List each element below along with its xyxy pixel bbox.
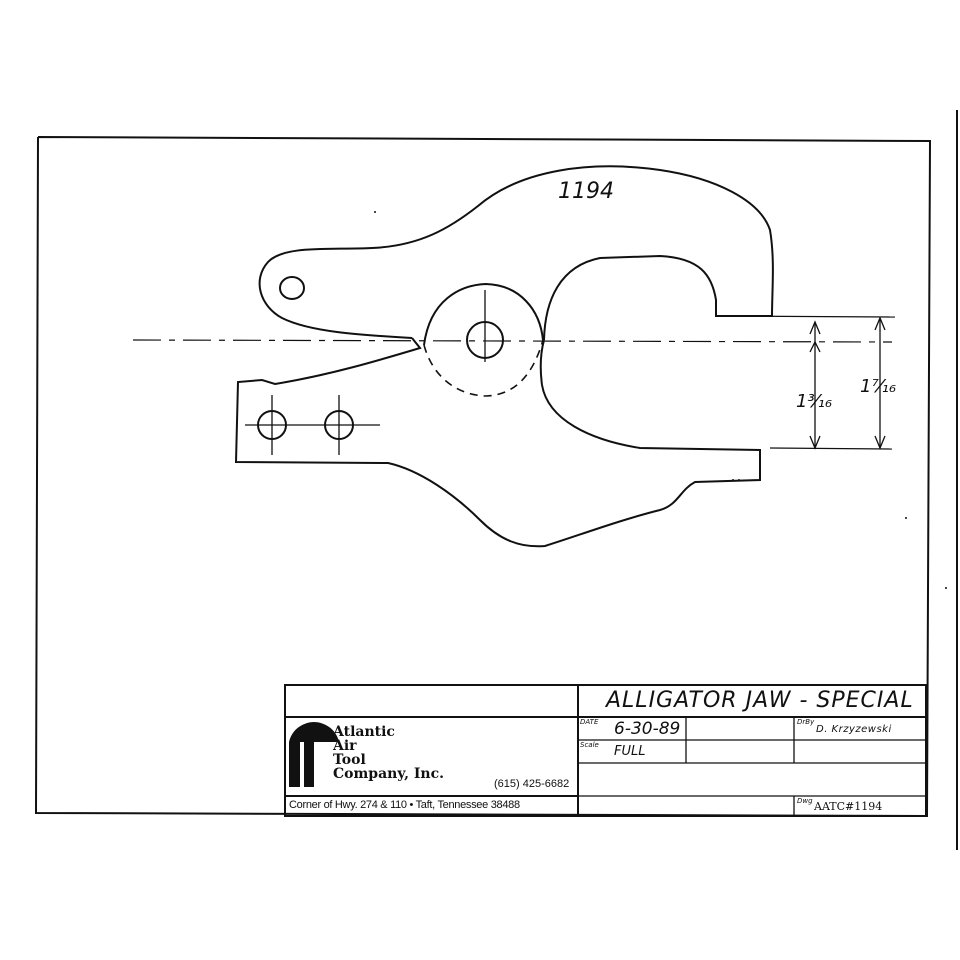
company-name-line-4: Company, Inc. [333, 766, 445, 782]
drawing-title: ALLIGATOR JAW - SPECIAL [606, 688, 914, 713]
scale-value: FULL [614, 744, 646, 759]
dim-inner-label: 1³⁄₁₆ [796, 391, 832, 412]
speck [738, 479, 740, 481]
date-label: DATE [580, 718, 599, 726]
scale-label: Scale [580, 741, 599, 749]
drawn-by-label: DrBy [797, 718, 815, 726]
dim-extension-bottom [769, 447, 893, 450]
upper-jaw-hole [279, 276, 305, 300]
pivot-boss-hidden-line [423, 339, 544, 397]
title-block-frame [284, 684, 927, 817]
speck [905, 517, 907, 519]
company-address: Corner of Hwy. 274 & 110 • Taft, Tenness… [289, 799, 520, 811]
part-number-note: 1194 [558, 179, 614, 204]
centerline [132, 339, 893, 343]
dim-inner-arrow-center [809, 340, 821, 353]
lower-jaw-outline [234, 337, 761, 548]
company-phone: (615) 425-6682 [494, 778, 570, 790]
dim-inner-arrow-top [809, 320, 821, 335]
drawing-number-value: AATC#1194 [814, 800, 883, 813]
drawing-number-label: Dwg [797, 797, 813, 805]
speck [945, 587, 947, 589]
dim-outer-arrow-bottom [874, 435, 886, 450]
company-name-line-2: Air [333, 738, 357, 754]
company-name-line-3: Tool [333, 752, 366, 768]
date-value: 6-30-89 [614, 719, 681, 739]
company-name-line-1: Atlantic [333, 724, 395, 740]
sheet-border [34, 136, 932, 818]
drawn-by-value: D. Krzyzewski [816, 724, 892, 735]
upper-jaw-outline [258, 165, 774, 341]
pivot-boss-outline [423, 282, 544, 346]
speck [374, 211, 376, 213]
company-name: Atlantic Air Tool Company, Inc. [333, 725, 444, 781]
speck [732, 479, 734, 481]
dim-inner-arrow-bottom [809, 435, 821, 450]
company-logo [289, 722, 339, 787]
dim-extension-top [715, 315, 896, 318]
dim-outer-arrow-top [874, 316, 886, 331]
dim-outer-label: 1⁷⁄₁₆ [860, 376, 896, 397]
